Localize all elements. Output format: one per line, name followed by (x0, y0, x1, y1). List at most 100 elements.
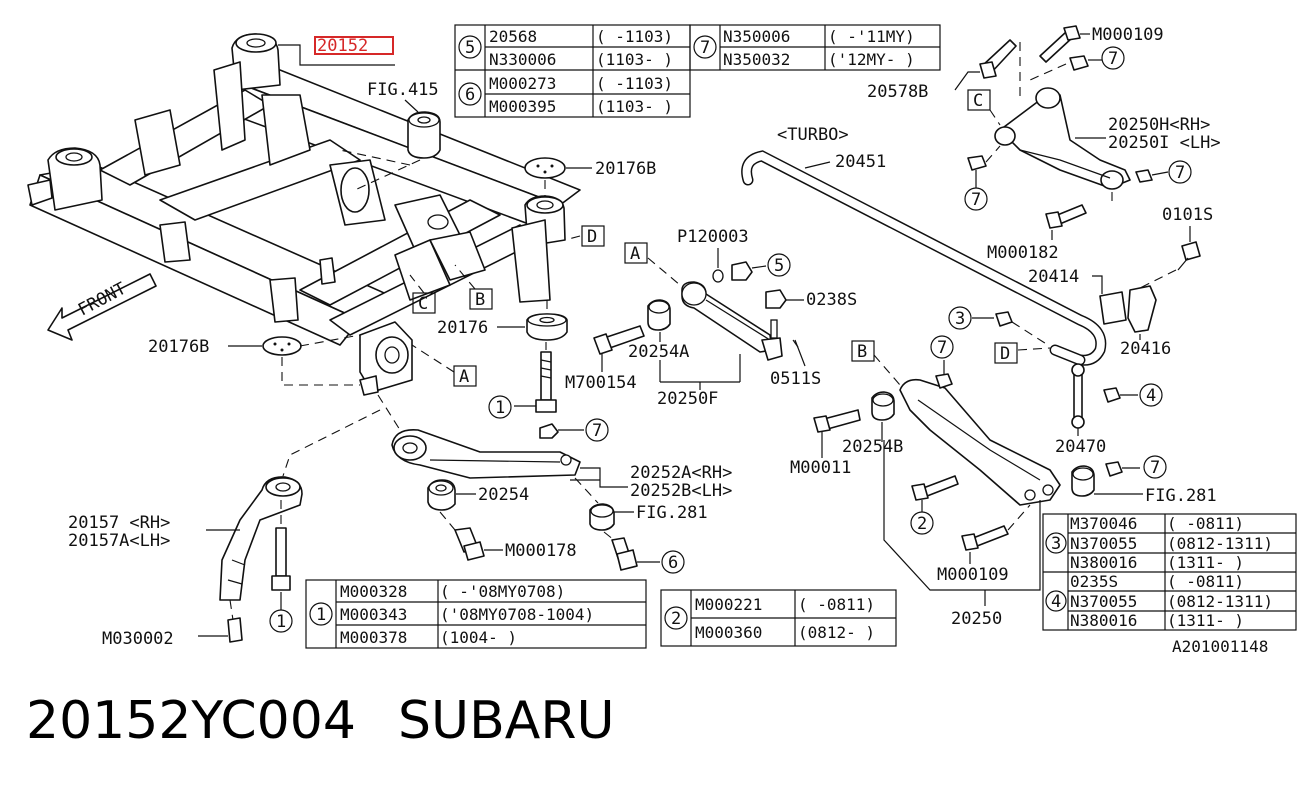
spacer-20176 (526, 313, 568, 341)
m000109-bottom-label: M000109 (937, 565, 1009, 585)
bolt-2 (911, 475, 959, 501)
svg-text:N380016: N380016 (1070, 611, 1137, 630)
fig415-label: FIG.415 (367, 80, 439, 100)
nut-7-lower (935, 373, 953, 389)
callout-7-upper-c: 7 (1168, 160, 1192, 184)
nut-7-upper-a (1069, 55, 1089, 71)
20470-label: 20470 (1055, 437, 1106, 457)
bolt-0101s (1177, 241, 1201, 271)
bolt-20157-vertical (271, 527, 291, 591)
20176-label: 20176 (437, 318, 488, 338)
svg-text:('12MY- ): ('12MY- ) (828, 50, 915, 69)
svg-text:(0812-1311): (0812-1311) (1167, 592, 1273, 611)
svg-text:4: 4 (1146, 386, 1156, 406)
bushing-fig415 (407, 111, 441, 159)
ref-box-a-1 (453, 365, 477, 387)
ref-box-a-2 (624, 242, 648, 264)
ref-box-d-2 (994, 342, 1018, 364)
0511s-label: 0511S (770, 369, 821, 389)
svg-text:1: 1 (276, 612, 286, 632)
ref-box-b-2 (851, 340, 875, 362)
p120003-label: P120003 (677, 227, 749, 247)
svg-text:( -0811): ( -0811) (798, 595, 875, 614)
svg-text:M000360: M000360 (695, 623, 762, 642)
svg-text:4: 4 (1051, 592, 1061, 612)
callout-7-lower: 7 (930, 335, 954, 359)
washer-p120003 (712, 269, 724, 283)
nut-4-link (1103, 387, 1121, 403)
ref-a-1: A (459, 367, 469, 387)
highlighted-part-label[interactable]: 20152 (317, 36, 368, 56)
svg-text:7: 7 (700, 38, 710, 58)
table-1: 1 M000328 ( -'08MY0708) M000343 ('08MY07… (305, 579, 647, 649)
bolt-m000109-bottom (961, 525, 1009, 551)
bolt-m000182 (1045, 204, 1087, 229)
20252a-label: 20252A<RH> (630, 463, 732, 483)
m000109-top-label: M000109 (1092, 25, 1164, 45)
20451-label: 20451 (835, 152, 886, 172)
callout-3-bar: 3 (948, 306, 972, 330)
svg-text:2: 2 (917, 514, 927, 534)
svg-text:( -0811): ( -0811) (1167, 514, 1244, 533)
svg-text:(1311- ): (1311- ) (1167, 553, 1244, 572)
callout-2-bolt: 2 (910, 511, 934, 535)
callout-7-right: 7 (1143, 455, 1167, 479)
m000182-label: M000182 (987, 243, 1059, 263)
rear-subframe-drawing (27, 33, 581, 396)
svg-text:7: 7 (937, 338, 947, 358)
20416-label: 20416 (1120, 339, 1171, 359)
20578b-label: 20578B (867, 82, 928, 102)
nut-0238s (765, 289, 787, 309)
bushing-fig281-mid (589, 503, 615, 531)
svg-text:( -0811): ( -0811) (1167, 572, 1244, 591)
callout-1-center: 1 (488, 395, 512, 419)
highlighted-part-20152[interactable]: 20152 (314, 36, 394, 56)
ref-d-2: D (1000, 344, 1010, 364)
svg-text:(0812- ): (0812- ) (798, 623, 875, 642)
20250h-label: 20250H<RH> (1108, 115, 1210, 135)
stabilizer-bar-20451 (741, 150, 1107, 366)
caption-brand: SUBARU (398, 691, 615, 751)
20176b-left-label: 20176B (148, 337, 209, 357)
svg-text:N350006: N350006 (723, 27, 790, 46)
nut-3-bar (995, 311, 1013, 327)
svg-text:7: 7 (1175, 163, 1185, 183)
0101s-label: 0101S (1162, 205, 1213, 225)
svg-text:M370046: M370046 (1070, 514, 1137, 533)
upper-arm-20250h (994, 87, 1131, 190)
0238s-label: 0238S (806, 290, 857, 310)
callout-7-center: 7 (585, 418, 609, 442)
svg-text:(1103- ): (1103- ) (596, 97, 673, 116)
nut-7-center (539, 423, 559, 439)
svg-text:( -1103): ( -1103) (596, 27, 673, 46)
callout-5-link: 5 (767, 253, 791, 277)
turbo-label: <TURBO> (777, 125, 849, 145)
ref-c-1: C (418, 294, 428, 314)
svg-text:5: 5 (774, 256, 784, 276)
bushing-20254a (647, 299, 671, 331)
stabilizer-link-20470 (1071, 363, 1085, 429)
svg-text:M000378: M000378 (340, 628, 407, 647)
20250i-label: 20250I <LH> (1108, 133, 1221, 153)
bolt-m00011 (813, 409, 861, 433)
20252b-label: 20252B<LH> (630, 481, 732, 501)
svg-text:7: 7 (592, 421, 602, 441)
svg-text:N370055: N370055 (1070, 534, 1137, 553)
m000178-label: M000178 (505, 541, 577, 561)
callout-7-upper-b: 7 (964, 187, 988, 211)
20254-label: 20254 (478, 485, 529, 505)
callout-6-mid: 6 (661, 550, 685, 574)
svg-text:(1004- ): (1004- ) (440, 628, 517, 647)
svg-text:('08MY0708-1004): ('08MY0708-1004) (440, 605, 594, 624)
bushing-fig281-right (1071, 465, 1095, 497)
svg-text:6: 6 (668, 553, 678, 573)
bolt-m700154 (593, 325, 645, 355)
ref-b-2: B (857, 342, 867, 362)
svg-text:5: 5 (465, 38, 475, 58)
nut-7-right (1105, 461, 1123, 477)
long-bolt-1 (535, 351, 557, 413)
svg-text:(1103- ): (1103- ) (596, 50, 673, 69)
svg-text:6: 6 (465, 85, 475, 105)
